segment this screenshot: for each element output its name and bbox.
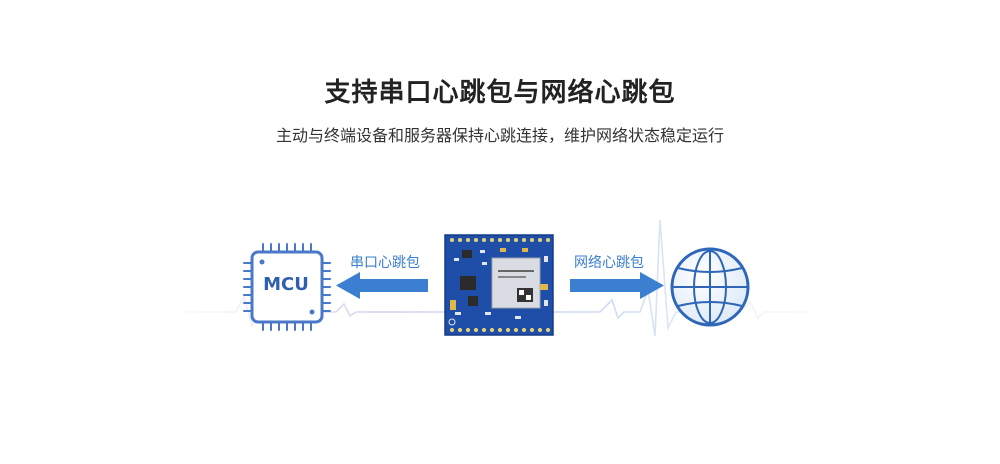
arrow-left-icon xyxy=(336,272,428,299)
globe-icon xyxy=(670,247,750,327)
page-subtitle: 主动与终端设备和服务器保持心跳连接，维护网络状态稳定运行 xyxy=(275,126,724,145)
mcu-label: MCU xyxy=(263,274,309,295)
module-board-image xyxy=(444,234,554,336)
page-title: 支持串口心跳包与网络心跳包 xyxy=(324,78,676,108)
serial-heartbeat-label: 串口心跳包 xyxy=(350,255,420,271)
arrow-right-icon xyxy=(570,272,664,299)
network-heartbeat-label: 网络心跳包 xyxy=(574,255,644,271)
mcu-chip-icon xyxy=(243,243,331,331)
